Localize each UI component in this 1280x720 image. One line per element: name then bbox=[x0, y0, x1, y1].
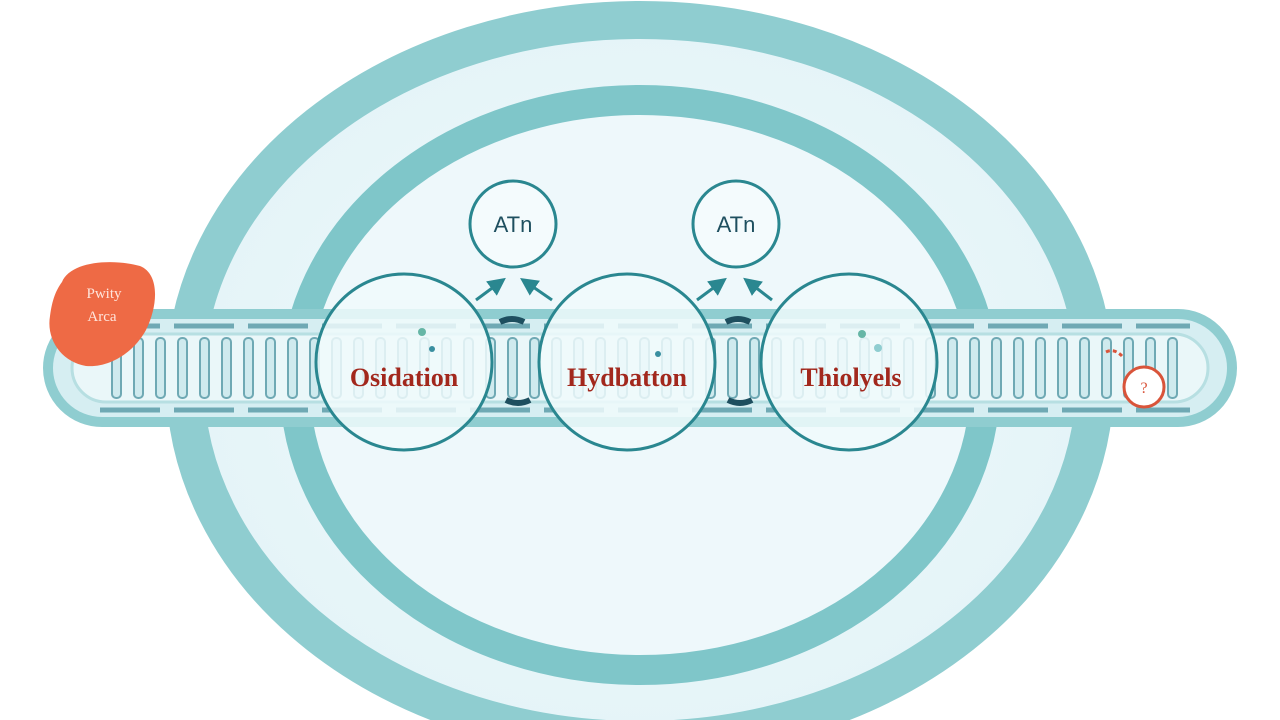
molecule-dot bbox=[858, 330, 866, 338]
chain-rung bbox=[1057, 337, 1068, 399]
chain-rung bbox=[177, 337, 188, 399]
tag-label-line1: Pwity bbox=[86, 286, 122, 302]
chain-rung bbox=[243, 337, 254, 399]
step-label: Thiolyels bbox=[800, 363, 901, 392]
chain-rung bbox=[1035, 337, 1046, 399]
arrows-to-output-2 bbox=[696, 277, 773, 302]
chain-rung bbox=[265, 337, 276, 399]
end-marker-label: ? bbox=[1140, 380, 1147, 397]
chain-rung bbox=[727, 337, 738, 399]
chain-rung bbox=[749, 337, 760, 399]
chain-rung bbox=[991, 337, 1002, 399]
chain-rung bbox=[947, 337, 958, 399]
step-label: Hydbatton bbox=[567, 363, 687, 392]
step-label: Osidation bbox=[350, 363, 459, 392]
molecule-dot bbox=[874, 344, 882, 352]
chain-rung bbox=[1167, 337, 1178, 399]
connector-2 bbox=[724, 316, 754, 406]
chain-rung bbox=[969, 337, 980, 399]
chain-rung bbox=[287, 337, 298, 399]
output-node-2: ATn bbox=[691, 179, 781, 269]
chain-rung bbox=[507, 337, 518, 399]
output-label: ATn bbox=[717, 212, 756, 237]
chain-rung bbox=[221, 337, 232, 399]
chain-rung bbox=[133, 337, 144, 399]
chain-rung bbox=[529, 337, 540, 399]
output-node-1: ATn bbox=[468, 179, 558, 269]
tag-blob: Pwity Arca bbox=[49, 262, 156, 367]
chain-rung bbox=[155, 337, 166, 399]
chain-rung bbox=[1079, 337, 1090, 399]
chain-rung bbox=[1101, 337, 1112, 399]
molecule-dot bbox=[418, 328, 426, 336]
step-oxidation: Osidation bbox=[314, 272, 494, 452]
output-label: ATn bbox=[494, 212, 533, 237]
step-hydration: Hydbatton bbox=[537, 272, 717, 452]
tag-label-line2: Arca bbox=[87, 309, 116, 325]
chain-rung bbox=[199, 337, 210, 399]
molecule-dot bbox=[655, 351, 661, 357]
arrows-to-output-1 bbox=[475, 277, 553, 302]
molecule-dot bbox=[429, 346, 435, 352]
step-thiolysis: Thiolyels bbox=[759, 272, 939, 452]
chain-rung bbox=[1013, 337, 1024, 399]
connector-1 bbox=[498, 316, 532, 406]
end-marker: ? bbox=[1105, 349, 1166, 409]
